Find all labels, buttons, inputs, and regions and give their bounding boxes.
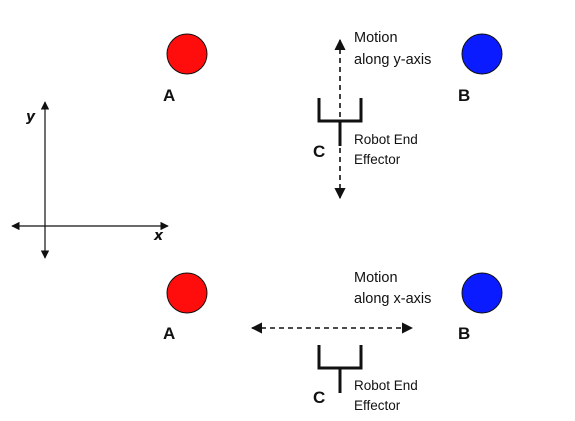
effector-label-line2: Effector xyxy=(354,152,401,167)
object-b-label: B xyxy=(458,86,470,105)
object-a-label: A xyxy=(163,324,175,343)
effector-label-line1: Robot End xyxy=(354,132,418,147)
effector-label-line1: Robot End xyxy=(354,378,418,393)
motion-label-line2: along x-axis xyxy=(354,291,431,307)
motion-label-line1: Motion xyxy=(354,30,398,46)
motion-label-line2: along y-axis xyxy=(354,52,431,68)
coordinate-axes: y x xyxy=(11,101,169,259)
object-a-circle xyxy=(166,33,208,75)
motion-label-line1: Motion xyxy=(354,270,398,286)
robot-end-effector xyxy=(317,98,363,146)
y-axis-label: y xyxy=(26,109,36,125)
effector-c-label: C xyxy=(313,142,325,161)
object-b-circle xyxy=(461,272,503,314)
robot-end-effector xyxy=(317,345,363,393)
object-a-label: A xyxy=(163,86,175,105)
object-b-label: B xyxy=(458,324,470,343)
object-b-circle xyxy=(461,33,503,75)
top-panel: A B C Motion along y-axis Robot End Effe… xyxy=(163,30,503,200)
effector-c-label: C xyxy=(313,388,325,407)
effector-label-line2: Effector xyxy=(354,398,401,413)
object-a-circle xyxy=(166,272,208,314)
x-axis-label: x xyxy=(153,228,164,244)
bottom-panel: A B C Motion along x-axis Robot End Effe… xyxy=(163,270,503,413)
